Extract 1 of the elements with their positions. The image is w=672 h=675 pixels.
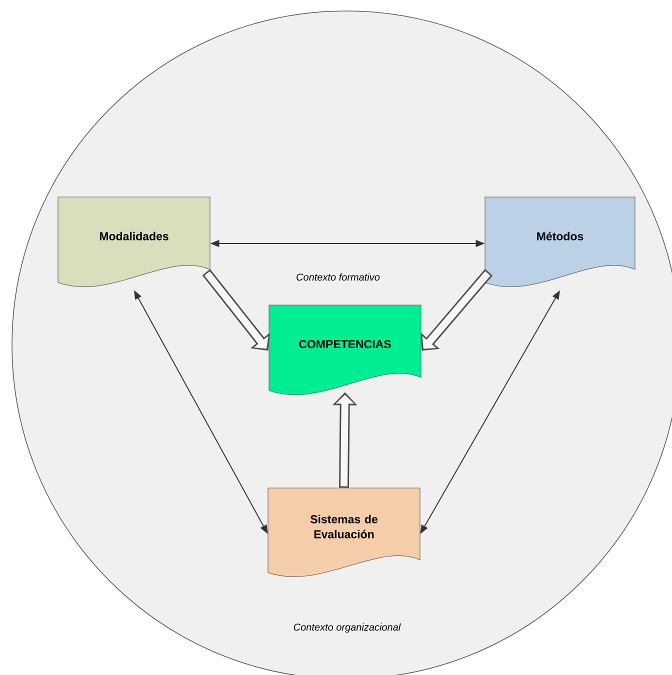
context-label: Contexto formativo (296, 273, 380, 281)
